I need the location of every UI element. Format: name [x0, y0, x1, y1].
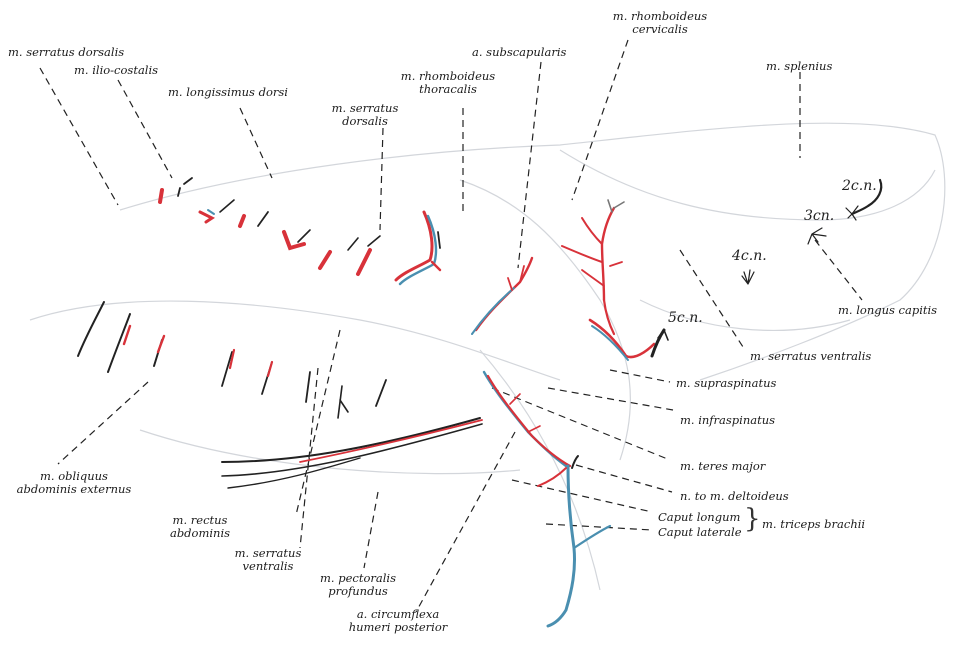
label-longissimus-dorsi: m. longissimus dorsi	[168, 86, 288, 99]
brachial-vessels	[484, 372, 610, 626]
label-rhomboideus-cervicalis-line2: cervicalis	[613, 23, 707, 36]
leader-caput-laterale	[546, 524, 652, 530]
leader-obliquus	[58, 382, 148, 464]
label-rectus-line2: abdominis	[170, 527, 230, 540]
label-rectus: m. rectus abdominis	[170, 514, 230, 540]
leader-longus-capitis	[815, 240, 862, 300]
label-triceps-brachii: m. triceps brachii	[762, 518, 865, 531]
label-obliquus-line2: abdominis externus	[17, 483, 132, 496]
label-serratus-ventralis-bottom: m. serratus ventralis	[235, 547, 302, 573]
leader-serratus-dorsalis-top	[40, 68, 118, 205]
thoracic-vessels	[222, 418, 482, 488]
leader-ilio-costalis	[118, 80, 172, 178]
label-serratus-ventralis-right: m. serratus ventralis	[750, 350, 871, 363]
ventral-segmental-vessels	[78, 302, 386, 418]
nerve-label-c5: 5c.n.	[668, 310, 703, 326]
label-caput-laterale: Caput laterale	[658, 526, 742, 539]
subscapular-vessels	[472, 258, 532, 334]
leader-pectoralis	[364, 492, 378, 568]
leader-serratus-ventralis-right	[680, 250, 745, 350]
leader-circumflexa	[416, 432, 515, 612]
label-serratus-dorsalis-top: m. serratus dorsalis	[8, 46, 124, 59]
leader-infraspinatus	[548, 388, 673, 410]
label-supraspinatus: m. supraspinatus	[676, 377, 776, 390]
leader-supraspinatus	[610, 370, 670, 382]
cervical-nerves	[742, 180, 881, 284]
leader-teres-major	[492, 388, 670, 460]
nerve-label-c3: 3cn.	[804, 208, 834, 224]
label-n-deltoideus: n. to m. deltoideus	[680, 490, 789, 503]
label-serratus-dorsalis-mid-line2: dorsalis	[332, 115, 399, 128]
leader-caput-longum	[512, 480, 652, 512]
label-pectoralis: m. pectoralis profundus	[320, 572, 396, 598]
leader-longissimus	[240, 108, 272, 178]
label-subscapularis: a. subscapularis	[472, 46, 566, 59]
leader-rectus	[296, 330, 340, 515]
label-teres-major: m. teres major	[680, 460, 765, 473]
nerve-label-c4: 4c.n.	[732, 248, 767, 264]
dorsal-segmental-vessels	[160, 178, 440, 284]
leader-deltoideus	[576, 465, 672, 492]
label-circumflexa: a. circumflexa humeri posterior	[349, 608, 448, 634]
triceps-brace-icon: }	[744, 506, 761, 532]
label-serratus-ventralis-bottom-line2: ventralis	[235, 560, 302, 573]
leader-serratus-dorsalis-mid	[380, 128, 383, 230]
label-serratus-dorsalis-mid: m. serratus dorsalis	[332, 102, 399, 128]
nerve-label-c2: 2c.n.	[842, 178, 877, 194]
label-pectoralis-line2: profundus	[320, 585, 396, 598]
label-ilio-costalis: m. ilio-costalis	[74, 64, 158, 77]
leader-rhomboideus-cervicalis	[572, 40, 628, 200]
label-rhomboideus-cervicalis: m. rhomboideus cervicalis	[613, 10, 707, 36]
label-splenius: m. splenius	[766, 60, 832, 73]
label-infraspinatus: m. infraspinatus	[680, 414, 775, 427]
label-obliquus: m. obliquus abdominis externus	[17, 470, 132, 496]
rhomboid-vessels	[562, 200, 668, 360]
label-circumflexa-line2: humeri posterior	[349, 621, 448, 634]
label-rhomboideus-thoracalis-line2: thoracalis	[401, 83, 495, 96]
label-caput-longum: Caput longum	[658, 511, 740, 524]
label-longus-capitis: m. longus capitis	[838, 304, 937, 317]
label-rhomboideus-thoracalis: m. rhomboideus thoracalis	[401, 70, 495, 96]
leader-subscapularis	[518, 62, 541, 268]
